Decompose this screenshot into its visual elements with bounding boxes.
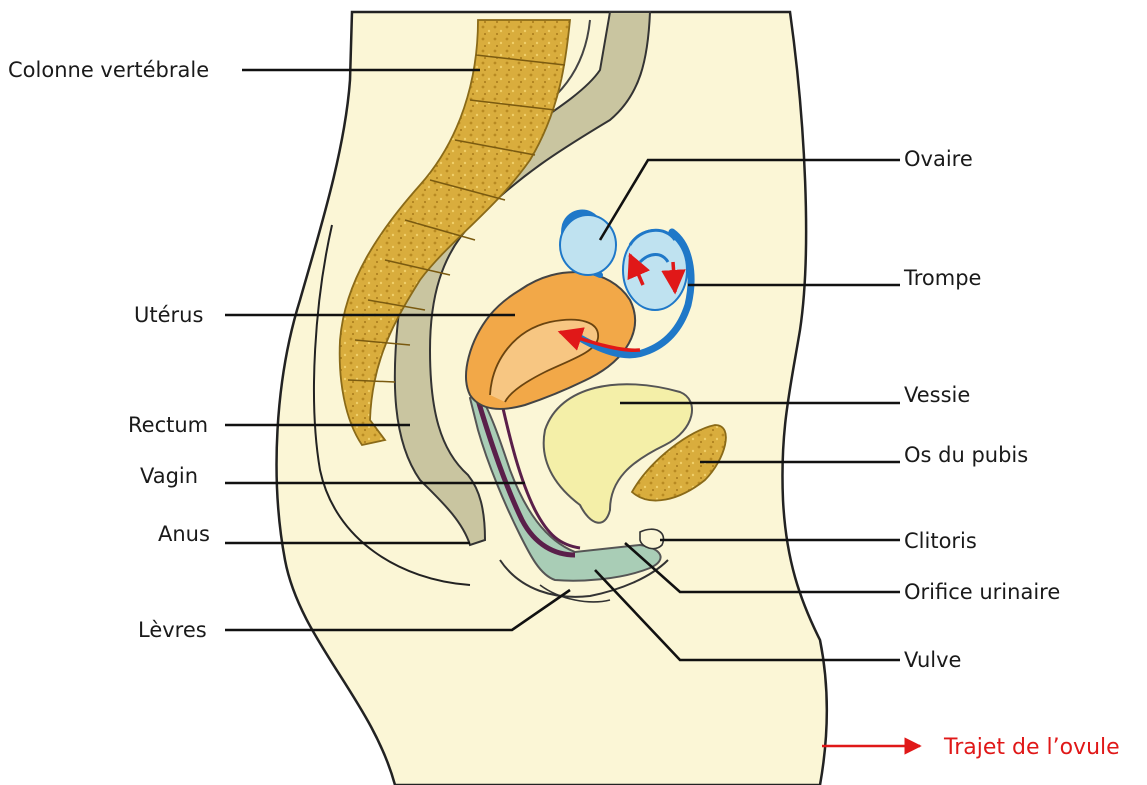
label-colonne: Colonne vertébrale [8,58,209,82]
label-levres: Lèvres [138,618,207,642]
ovary-left [560,215,616,275]
label-rectum: Rectum [128,413,208,437]
label-ovaire: Ovaire [904,147,973,171]
label-pubis: Os du pubis [904,443,1028,467]
label-clitoris: Clitoris [904,529,977,553]
label-orifice: Orifice urinaire [904,580,1060,604]
legend-label: Trajet de l’ovule [943,735,1120,760]
clitoris-shape [640,529,663,548]
label-vessie: Vessie [904,383,970,407]
label-anus: Anus [158,522,210,546]
label-uterus: Utérus [134,303,203,327]
legend: Trajet de l’ovule [822,735,1120,760]
label-vagin: Vagin [140,464,198,488]
label-vulve: Vulve [904,648,961,672]
label-trompe: Trompe [903,266,981,290]
